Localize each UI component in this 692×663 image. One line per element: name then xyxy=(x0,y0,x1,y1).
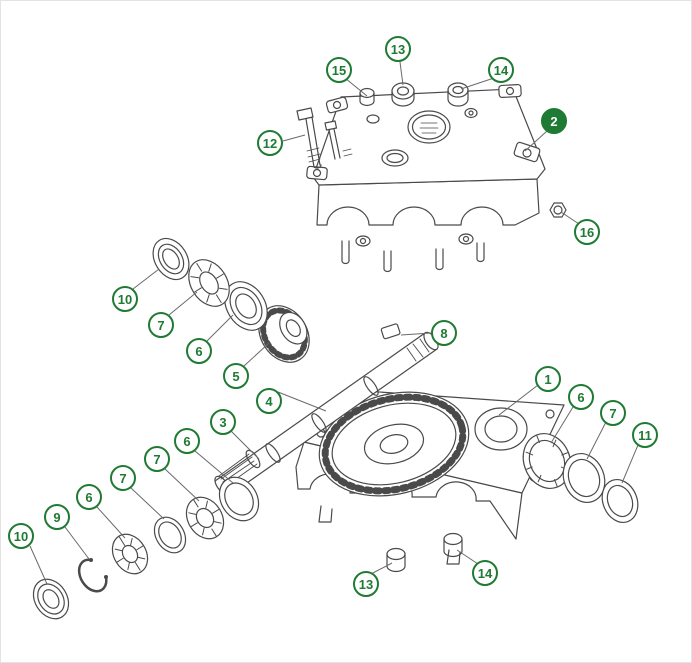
callout-6-left-a[interactable]: 6 xyxy=(174,428,200,454)
callout-7-right[interactable]: 7 xyxy=(600,400,626,426)
part-bevel-gear-5 xyxy=(258,305,310,363)
callout-6-right[interactable]: 6 xyxy=(568,384,594,410)
callout-6-upper[interactable]: 6 xyxy=(186,338,212,364)
part-seal-10-upper xyxy=(152,237,190,281)
callout-11[interactable]: 11 xyxy=(632,422,658,448)
callout-15[interactable]: 15 xyxy=(326,57,352,83)
callout-3[interactable]: 3 xyxy=(210,409,236,435)
callout-7-upper[interactable]: 7 xyxy=(148,312,174,338)
callout-13-bottom[interactable]: 13 xyxy=(353,571,379,597)
callout-6-left-b[interactable]: 6 xyxy=(76,484,102,510)
callout-7-left-a[interactable]: 7 xyxy=(144,446,170,472)
plug-15-shape xyxy=(359,87,375,99)
part-bearing-7-left-a xyxy=(185,496,225,540)
part-plug-14-bottom xyxy=(443,532,463,558)
part-ring-7-left-b xyxy=(153,516,187,554)
callout-12[interactable]: 12 xyxy=(257,130,283,156)
part-bearing-cup-6-left xyxy=(218,476,260,522)
callout-16[interactable]: 16 xyxy=(574,219,600,245)
part-ring-7-right xyxy=(562,453,606,503)
bolt-shape xyxy=(324,120,341,160)
part-bearing-cone-7-upper xyxy=(188,259,230,307)
callout-10-upper[interactable]: 10 xyxy=(112,286,138,312)
callout-4[interactable]: 4 xyxy=(256,388,282,414)
part-plug-13-bottom xyxy=(386,547,406,573)
callout-9[interactable]: 9 xyxy=(44,504,70,530)
leader-lines xyxy=(29,61,639,585)
nut-16-shape xyxy=(549,202,567,218)
part-cover xyxy=(296,82,567,273)
callout-5[interactable]: 5 xyxy=(223,363,249,389)
part-bearing-6-right xyxy=(522,433,572,489)
part-bearing-cup-6-upper xyxy=(224,281,268,331)
callout-1[interactable]: 1 xyxy=(535,366,561,392)
callout-8[interactable]: 8 xyxy=(431,320,457,346)
callout-14-bottom[interactable]: 14 xyxy=(472,560,498,586)
bolt-12-shape xyxy=(296,107,322,169)
part-cap-11 xyxy=(601,479,639,523)
callout-10-lower[interactable]: 10 xyxy=(8,523,34,549)
callout-14-top[interactable]: 14 xyxy=(488,57,514,83)
part-bearing-cone-6-left-b xyxy=(111,533,149,575)
part-shaft-4 xyxy=(214,331,439,498)
emblem-icon xyxy=(407,110,451,144)
callout-2[interactable]: 2 xyxy=(541,108,567,134)
part-key-8 xyxy=(380,323,401,340)
part-gear xyxy=(318,391,470,497)
plug-14-top-shape xyxy=(447,82,469,98)
part-seal-10-lower xyxy=(32,578,70,620)
part-snap-ring-9 xyxy=(77,557,108,593)
callout-7-left-b[interactable]: 7 xyxy=(110,465,136,491)
plug-13-top-shape xyxy=(391,82,415,100)
callout-13-top[interactable]: 13 xyxy=(385,36,411,62)
